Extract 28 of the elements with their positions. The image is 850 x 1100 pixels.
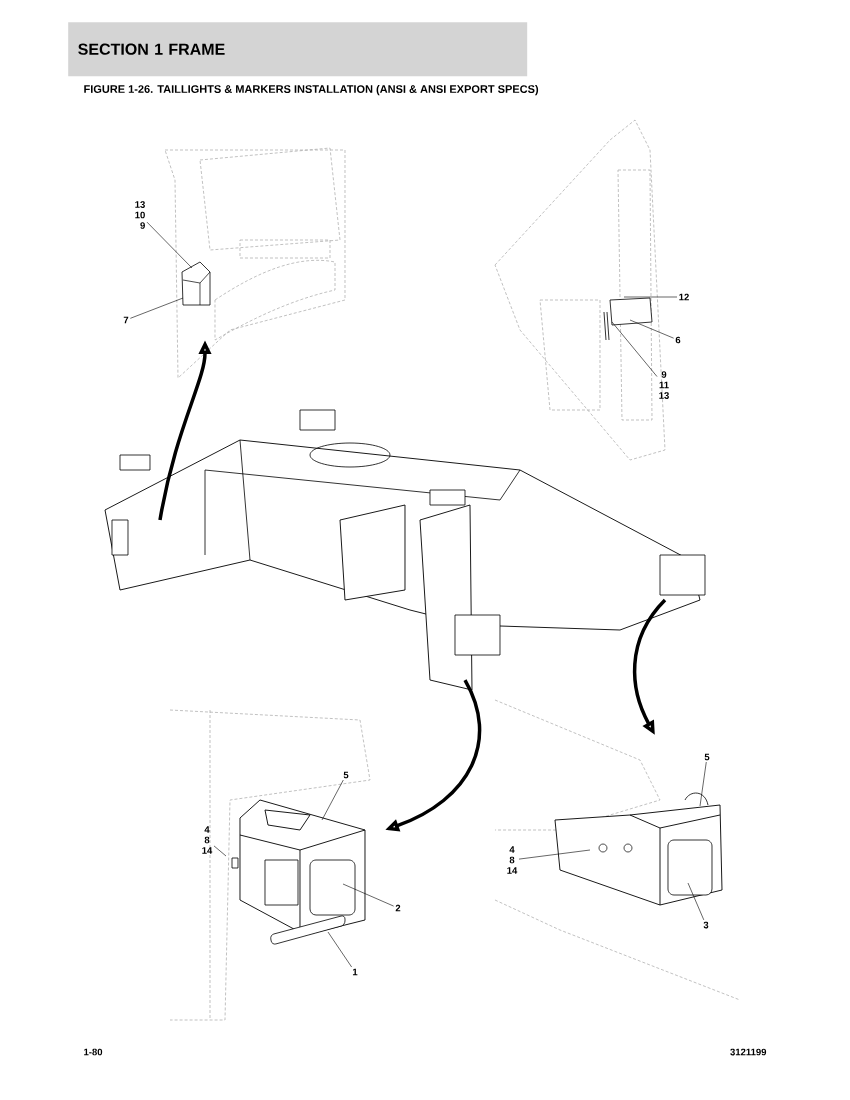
- leader-line: [518, 849, 591, 860]
- leader-line: [629, 319, 674, 339]
- callout-number: 1: [352, 968, 358, 976]
- callout-number: 12: [679, 293, 689, 301]
- callout-number: 7: [123, 316, 129, 324]
- callout-number: 5: [704, 753, 710, 761]
- callout-number: 5: [343, 771, 349, 779]
- leader-line: [146, 221, 193, 269]
- leader-line: [321, 779, 344, 821]
- callout-number: 6: [675, 336, 681, 344]
- leader-line: [130, 297, 184, 319]
- document-number: 3121199: [730, 1048, 767, 1056]
- leader-line: [699, 761, 707, 807]
- callout-number: 2: [395, 904, 401, 912]
- section-header: SECTION 1 FRAME: [68, 22, 528, 77]
- leader-line: [611, 321, 658, 377]
- leader-line: [687, 882, 705, 921]
- callout-number: 3: [703, 921, 709, 929]
- leader-line: [623, 296, 678, 298]
- callout-number: 4 8 14: [202, 826, 213, 854]
- leader-line: [342, 883, 394, 907]
- callout-number: 4 8 14: [507, 846, 518, 874]
- callout-number: 13 10 9: [135, 201, 145, 229]
- figure-title: FIGURE 1-26. TAILLIGHTS & MARKERS INSTALLATION (ANSI & ANSI EXPORT SPECS): [84, 84, 539, 96]
- callout-number: 9 11 13: [659, 371, 669, 399]
- page-number: 1-80: [84, 1048, 103, 1056]
- leader-line: [213, 845, 227, 857]
- leader-line: [327, 931, 352, 968]
